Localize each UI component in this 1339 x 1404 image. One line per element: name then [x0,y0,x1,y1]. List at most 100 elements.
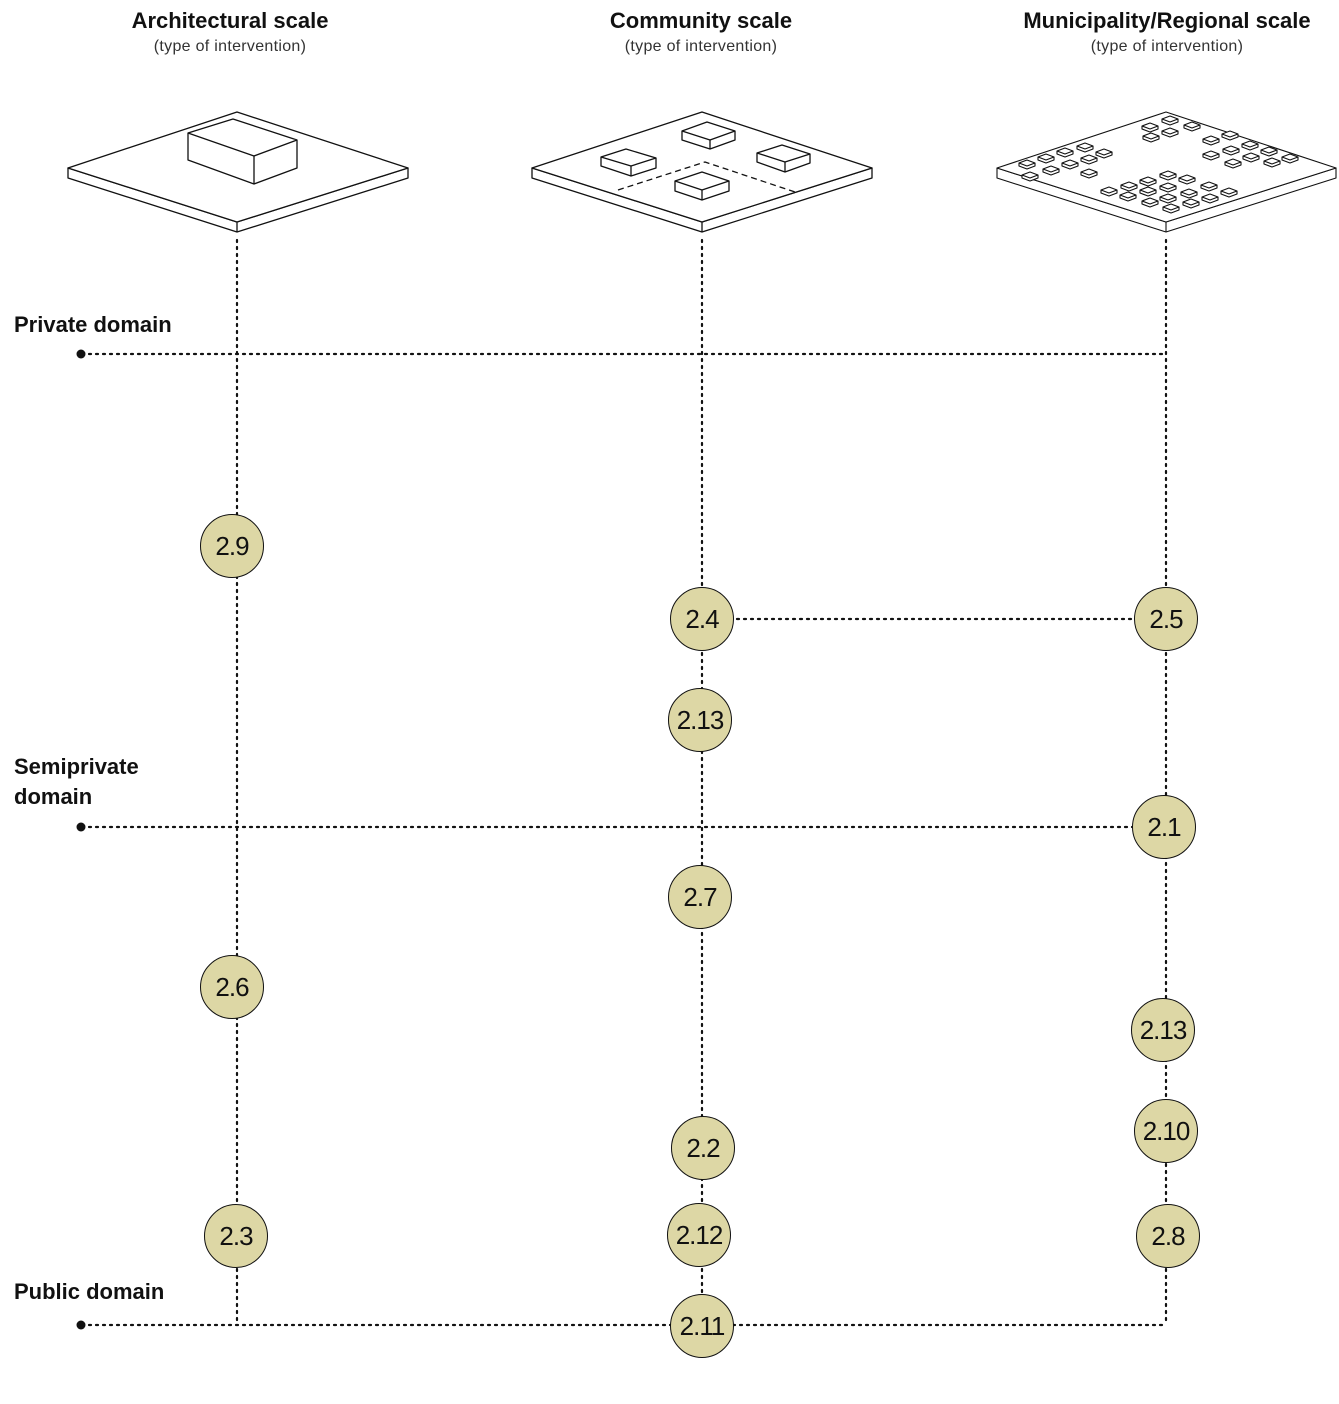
small-building-edge [1162,206,1180,211]
small-building-edge [1080,157,1098,162]
small-building-icon [1119,191,1137,202]
column-header-community: Community scale (type of intervention) [491,6,911,58]
small-building-edge [1141,200,1159,205]
small-building-edge [1018,162,1036,167]
small-building-icon [1221,130,1239,141]
domain-label-public: Public domain [14,1279,165,1304]
architectural-platform-icon [67,111,409,233]
small-building-icon [1183,121,1201,132]
small-building-icon [1202,135,1220,146]
small-building-icon [1056,147,1074,158]
small-building-icon [1159,193,1177,204]
small-building-edge [1056,150,1074,155]
community-platform-icon [531,111,873,233]
small-building-icon [1100,186,1118,197]
node-municipality: 2.1 [1132,795,1196,859]
node-architectural: 2.9 [200,514,264,578]
small-building-icon [1281,153,1299,164]
small-building-edge [1037,156,1055,161]
small-building-icon [1159,170,1177,181]
node-community: 2.13 [668,688,732,752]
small-building-icon [1178,174,1196,185]
node-community: 2.7 [668,865,732,929]
small-building-edge [1178,177,1196,182]
small-building-edge [1141,125,1159,130]
small-building-edge [1042,168,1060,173]
node-municipality: 2.5 [1134,587,1198,651]
small-building-icon [1141,122,1159,133]
column-title: Community scale [609,8,793,33]
small-building-edge [1100,189,1118,194]
small-building-edge [1159,185,1177,190]
small-building-icon [1080,168,1098,179]
semiprivate-domain-dot [76,822,86,832]
small-building-edge [1120,184,1138,189]
small-building-icon [1220,187,1238,198]
small-building-edge [1095,151,1113,156]
column-subtitle: (type of intervention) [153,38,307,55]
column-subtitle: (type of intervention) [1090,38,1244,55]
column-title: Architectural scale [131,8,329,33]
small-building-icon [1139,176,1157,187]
small-building-icon [1182,198,1200,209]
small-building-icon [1076,142,1094,153]
small-building-edge [1241,143,1259,148]
node-municipality: 2.13 [1131,998,1195,1062]
small-building-icon [1263,157,1281,168]
node-community: 2.4 [670,587,734,651]
small-building-edge [1142,135,1160,140]
small-building-edge [1183,124,1201,129]
node-community: 2.11 [670,1294,734,1358]
small-building-icon [1260,146,1278,157]
small-building-icon [1061,159,1079,170]
small-building-edge [1076,145,1094,150]
small-building-icon [1042,165,1060,176]
small-building-edge [1200,184,1218,189]
small-building-icon [1224,158,1242,169]
node-community: 2.12 [667,1203,731,1267]
small-building-edge [1021,174,1039,179]
public-domain-dot [76,1320,86,1330]
small-building-edge [1221,133,1239,138]
small-building-edge [1182,201,1200,206]
small-building-icon [1222,145,1240,156]
small-building-icon [1241,140,1259,151]
column-header-architectural: Architectural scale (type of interventio… [20,6,440,58]
small-building-icon [1095,148,1113,159]
small-building-edge [1080,171,1098,176]
small-building-icon [1161,115,1179,126]
node-architectural: 2.6 [200,955,264,1019]
small-building-edge [1159,173,1177,178]
small-building-edge [1281,156,1299,161]
small-building-icon [1037,153,1055,164]
small-building-icon [1200,181,1218,192]
small-building-edge [1159,196,1177,201]
node-municipality: 2.10 [1134,1099,1198,1163]
small-building-icon [1141,197,1159,208]
small-building-edge [1202,153,1220,158]
domain-label-semiprivate: Semiprivate domain [14,754,139,809]
small-building-edge [1222,148,1240,153]
column-header-municipality: Municipality/Regional scale (type of int… [966,6,1339,58]
small-building-edge [1202,138,1220,143]
small-building-edge [1220,190,1238,195]
small-building-icon [1080,154,1098,165]
domain-label-private: Private domain [14,312,172,337]
small-building-edge [1161,118,1179,123]
small-building-edge [1139,189,1157,194]
small-building-edge [1201,196,1219,201]
small-building-icon [1139,186,1157,197]
small-building-icon [1242,152,1260,163]
column-title: Municipality/Regional scale [1023,8,1311,33]
small-building-edge [1180,191,1198,196]
node-architectural: 2.3 [204,1204,268,1268]
node-municipality: 2.8 [1136,1204,1200,1268]
small-building-icon [1180,188,1198,199]
municipality-platform-icon [996,111,1337,233]
small-building-icon [1018,159,1036,170]
small-building-edge [1139,179,1157,184]
small-building-edge [1242,155,1260,160]
small-building-icon [1162,203,1180,214]
